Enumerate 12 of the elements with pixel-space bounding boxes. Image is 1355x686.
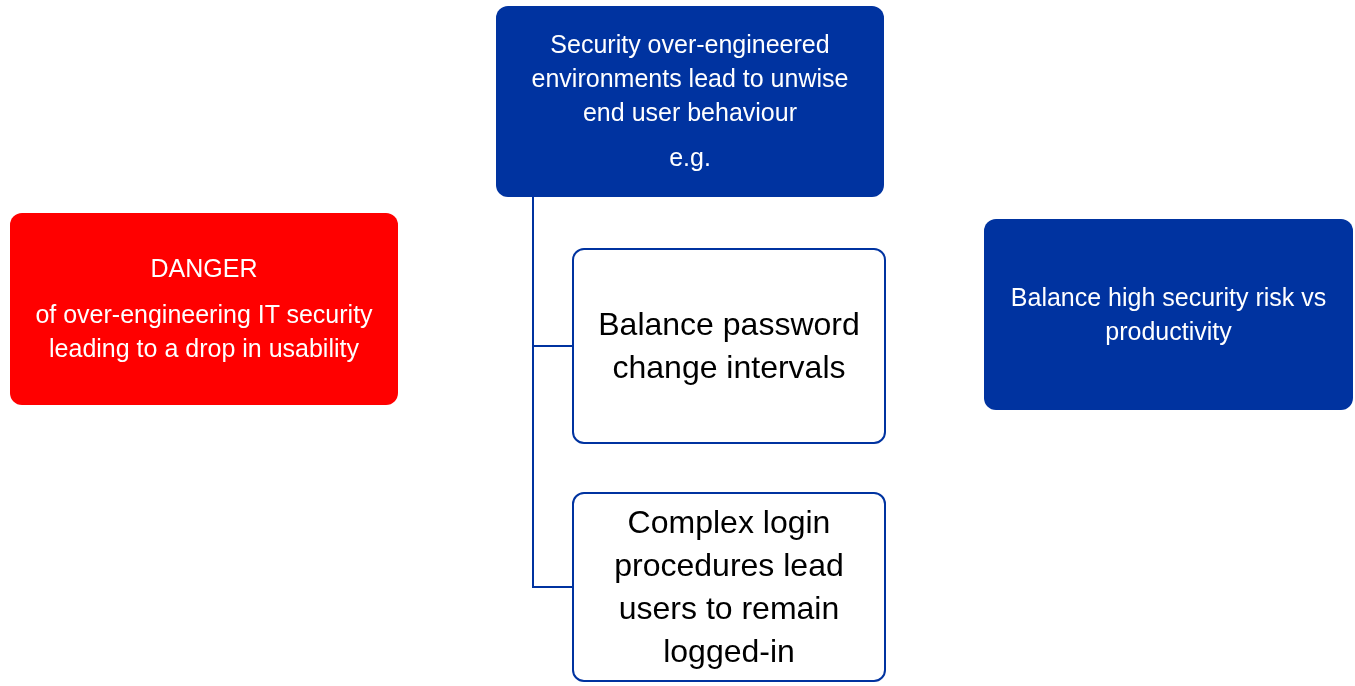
statement-box	[496, 6, 884, 197]
box-heading: Security over-engineered environments lead to unwise end user behaviour	[530, 29, 850, 128]
box-text: of over-engineering IT security leading to a drop in usability	[34, 299, 374, 364]
box-text: e.g.	[669, 142, 711, 174]
box-text: Balance password change intervals	[597, 304, 861, 387]
box-text: Complex login procedures lead users to remain logged-in	[613, 502, 845, 672]
box-text: Balance high security risk vs productivity	[1009, 281, 1328, 347]
example-box	[572, 492, 886, 682]
example-box	[572, 248, 886, 444]
statement-box	[984, 219, 1353, 410]
box-heading: DANGER	[150, 253, 258, 285]
statement-box	[10, 213, 398, 405]
